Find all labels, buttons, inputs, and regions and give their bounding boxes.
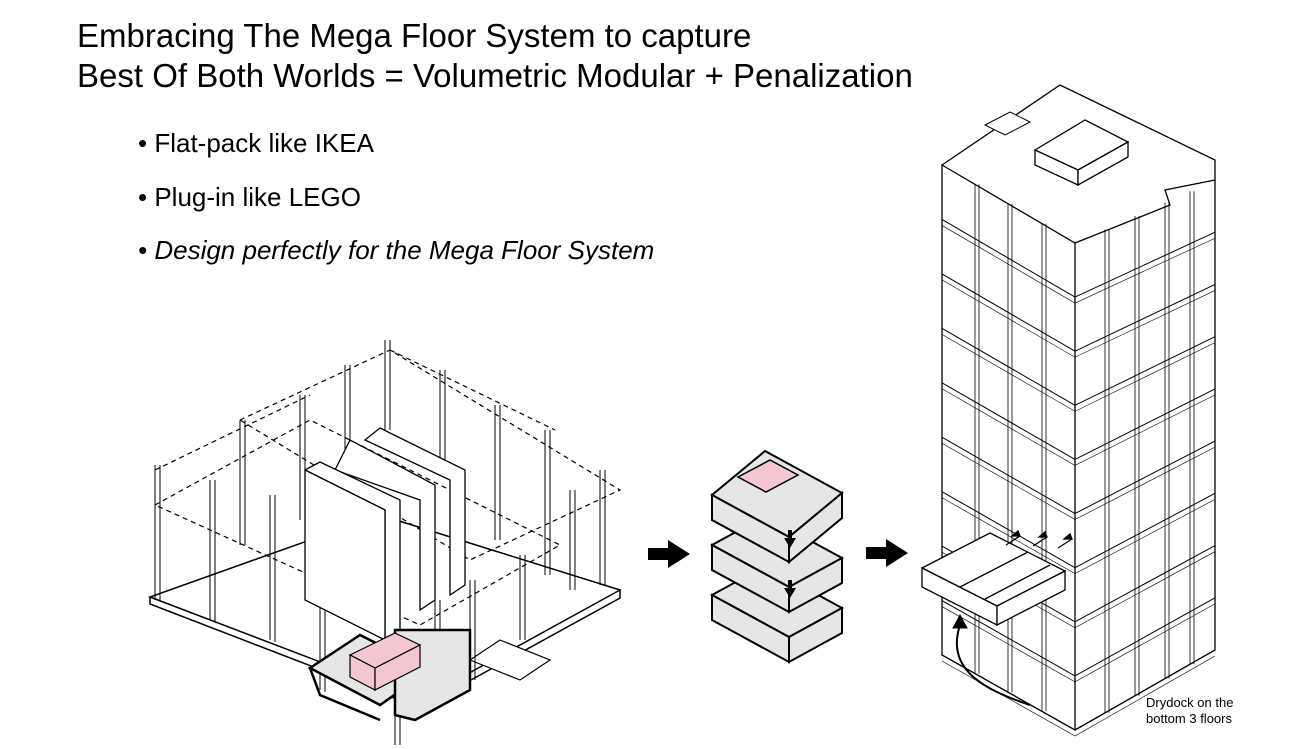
floor-line <box>941 273 1216 352</box>
floor-line <box>941 279 1216 358</box>
tower-diagram <box>920 84 1216 737</box>
floor-line <box>941 327 1216 406</box>
floor-line <box>941 388 1216 466</box>
arrow-right-icon <box>648 540 690 568</box>
floor-line <box>941 436 1216 515</box>
bullet-design: • Design perfectly for the Mega Floor Sy… <box>138 235 655 265</box>
tower-columns <box>974 184 1195 713</box>
tower-floors <box>941 219 1216 737</box>
curved-arrow-icon <box>955 624 1031 706</box>
slab-extension <box>468 639 552 681</box>
penthouse <box>1033 119 1130 187</box>
mega-floor-diagram <box>147 340 622 745</box>
floor-line <box>941 491 1216 569</box>
plug-in-arrows <box>1005 529 1073 549</box>
floor-line <box>941 597 1216 677</box>
floor-line <box>941 225 1216 304</box>
drydock-modules <box>920 532 1067 627</box>
floor-line <box>941 382 1216 461</box>
floor-line <box>941 497 1216 575</box>
arrow-down-icon <box>784 580 796 598</box>
pink-module <box>348 632 422 691</box>
stacked-modules <box>709 449 845 664</box>
bullet-flat-pack: • Flat-pack like IKEA <box>138 128 374 158</box>
floor-line <box>941 334 1216 412</box>
dashed-floor-top <box>238 349 622 561</box>
floor-line <box>941 219 1216 298</box>
caption-line-1: Drydock on the <box>1146 695 1234 710</box>
tower-frame <box>941 165 1216 732</box>
floor-line <box>941 442 1216 520</box>
caption-line-2: bottom 3 floors <box>1146 711 1232 726</box>
bullet-plug-in: • Plug-in like LEGO <box>138 182 361 212</box>
title-line-1: Embracing The Mega Floor System to captu… <box>77 17 752 54</box>
arrow-right-icon <box>866 539 908 567</box>
arrow-down-icon <box>784 530 796 548</box>
module-top <box>710 449 844 565</box>
title-line-2: Best Of Both Worlds = Volumetric Modular… <box>77 57 913 94</box>
floor-line <box>941 649 1216 731</box>
drydock-caption: Drydock on the bottom 3 floors <box>1146 695 1233 727</box>
core-walls <box>303 427 466 642</box>
page-title: Embracing The Mega Floor System to captu… <box>77 16 913 96</box>
floor-line <box>941 603 1216 683</box>
